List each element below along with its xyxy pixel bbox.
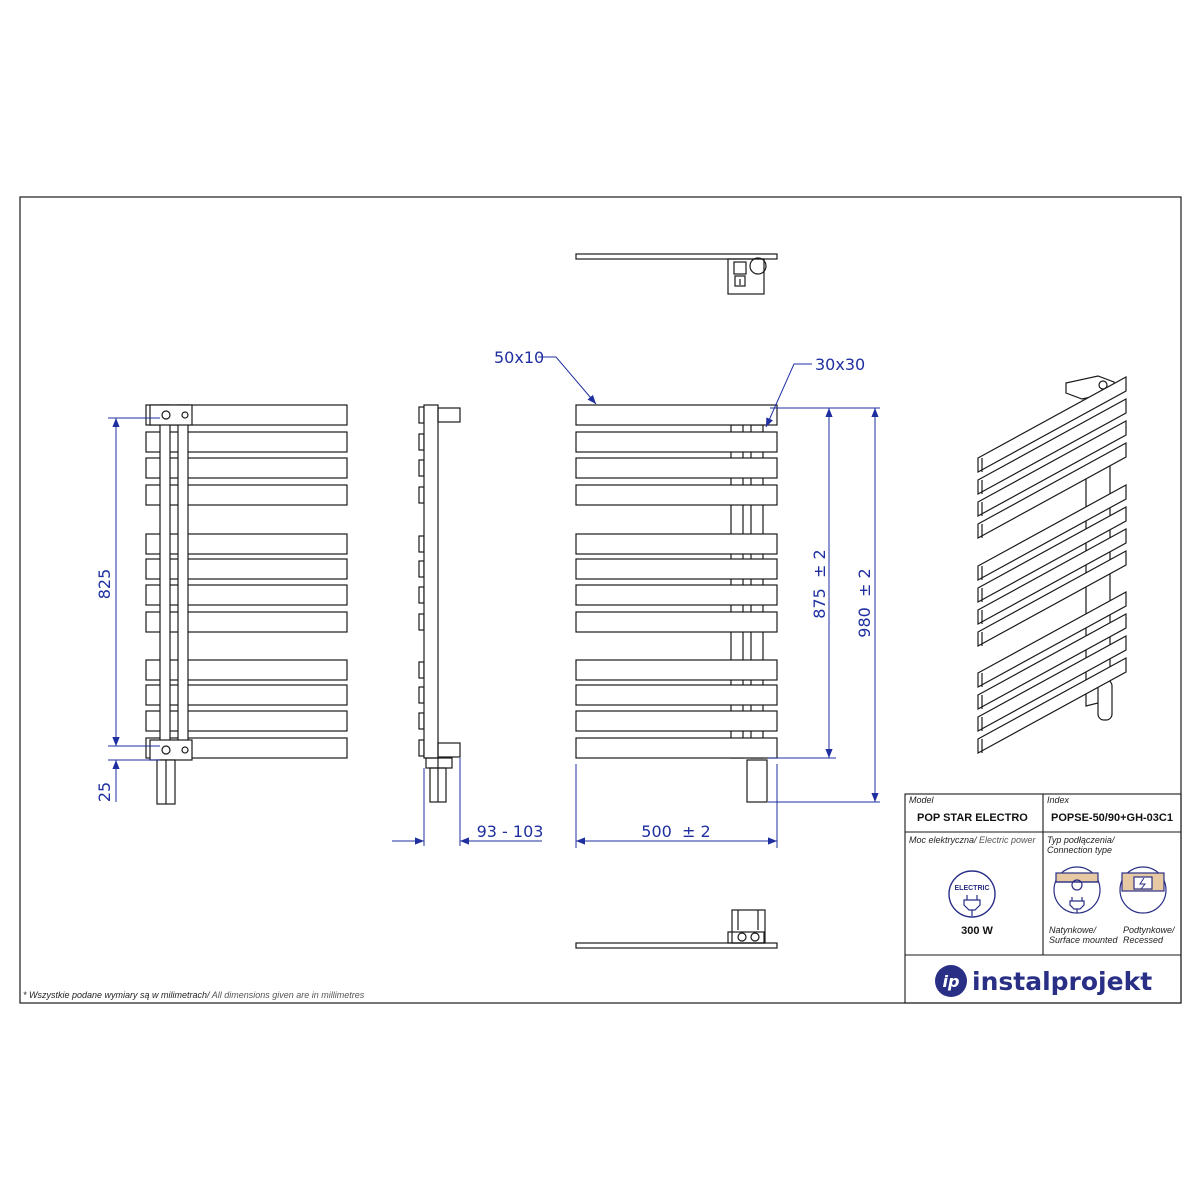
side-bar-stub: [418, 661, 425, 679]
iso-bar: [977, 590, 1127, 689]
power-label: Moc elektryczna/ Electric power: [909, 835, 1037, 845]
bottom-view: [575, 909, 778, 949]
rear-bar: [145, 533, 348, 555]
power-value: 300 W: [961, 925, 993, 937]
iso-bar: [977, 397, 1127, 496]
iso-bar: [977, 505, 1127, 604]
iso-bar: [977, 483, 1127, 582]
front-bar: [575, 404, 778, 426]
brand-logo: ip instalprojekt: [935, 965, 1152, 997]
dim-depth: 93 - 103: [477, 822, 544, 841]
recessed-label: Podtynkowe/: [1123, 925, 1176, 935]
dimension-lines: [108, 356, 880, 848]
front-bar: [575, 737, 778, 759]
rear-bar: [145, 404, 348, 426]
electric-badge-text: ELECTRIC: [955, 885, 990, 892]
surface-mounted-icon: [1053, 866, 1101, 914]
dim-axis-spacing: 875 ± 2: [810, 549, 829, 618]
dim-side-spacing: 825: [95, 569, 114, 600]
dim-collector-profile: 30x30: [815, 355, 865, 374]
dimension-labels: 50x10 30x30 825 25 875 ± 2 980 ± 2 93 - …: [95, 348, 874, 841]
rear-bar: [145, 558, 348, 580]
top-view: [575, 253, 778, 295]
rear-bar: [145, 737, 348, 759]
model-value: POP STAR ELECTRO: [917, 812, 1028, 824]
front-bar: [575, 611, 778, 633]
rear-bar: [145, 484, 348, 506]
side-bar-stub: [418, 433, 425, 451]
surface-label: Natynkowe/: [1049, 925, 1098, 935]
side-bar-stub: [418, 406, 425, 424]
rear-view-collector: [149, 404, 193, 805]
side-bar-stub: [418, 535, 425, 553]
side-bar-stub: [418, 486, 425, 504]
iso-bar: [977, 527, 1127, 626]
iso-bar: [977, 549, 1127, 648]
title-block: Model POP STAR ELECTRO Index POPSE-50/90…: [904, 793, 1182, 1004]
front-bar: [575, 457, 778, 479]
front-bar: [575, 584, 778, 606]
iso-bar: [977, 656, 1127, 755]
brand-logo-mark: ip: [943, 972, 960, 991]
side-view-bars: [418, 406, 425, 757]
brand-name: instalprojekt: [972, 967, 1152, 996]
rear-bar: [145, 584, 348, 606]
iso-bar: [977, 419, 1127, 518]
rear-bar: [145, 659, 348, 681]
side-bar-stub: [418, 586, 425, 604]
front-bar: [575, 533, 778, 555]
dim-width: 500 ± 2: [641, 822, 710, 841]
side-bar-stub: [418, 739, 425, 757]
front-bar: [575, 710, 778, 732]
front-bar: [575, 431, 778, 453]
side-bar-stub: [418, 560, 425, 578]
iso-bar: [977, 441, 1127, 540]
surface-label-en: Surface mounted: [1049, 935, 1119, 945]
isometric-view: [977, 375, 1127, 755]
index-value: POPSE-50/90+GH-03C1: [1051, 812, 1173, 824]
rear-bar: [145, 684, 348, 706]
iso-bar: [977, 375, 1127, 474]
connection-label-en: Connection type: [1047, 845, 1112, 855]
dim-height: 980 ± 2: [855, 568, 874, 637]
front-bar: [575, 558, 778, 580]
index-label: Index: [1047, 795, 1070, 805]
side-view-body: [423, 404, 461, 803]
side-bar-stub: [418, 686, 425, 704]
units-note: * Wszystkie podane wymiary są w milimetr…: [23, 990, 365, 1000]
rear-bar: [145, 611, 348, 633]
rear-bar: [145, 431, 348, 453]
rear-bar: [145, 710, 348, 732]
dim-side-bottom: 25: [95, 782, 114, 802]
iso-bar: [977, 612, 1127, 711]
iso-bar: [977, 634, 1127, 733]
recessed-icon: [1119, 866, 1167, 914]
side-bar-stub: [418, 613, 425, 631]
drawing-frame: [19, 196, 1182, 1004]
electric-power-icon: ELECTRIC: [948, 870, 996, 918]
front-bar: [575, 659, 778, 681]
recessed-label-en: Recessed: [1123, 935, 1164, 945]
dim-bar-profile: 50x10: [494, 348, 544, 367]
side-bar-stub: [418, 712, 425, 730]
front-bar: [575, 684, 778, 706]
side-bar-stub: [418, 459, 425, 477]
front-view-bars: [575, 404, 778, 759]
connection-label: Typ podłączenia/: [1047, 835, 1116, 845]
model-label: Model: [909, 795, 935, 805]
rear-view-bars: [145, 404, 348, 759]
front-bar: [575, 484, 778, 506]
rear-bar: [145, 457, 348, 479]
